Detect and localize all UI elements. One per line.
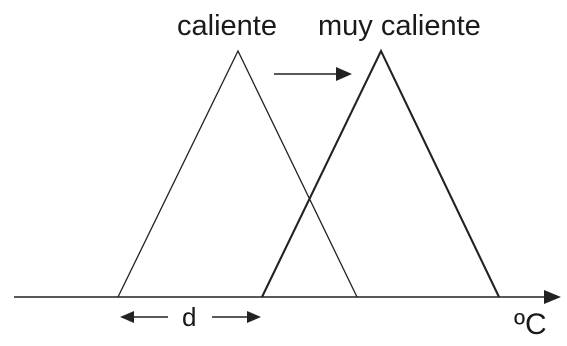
distance-label: d <box>182 302 196 332</box>
set-label-hot: caliente <box>177 10 277 42</box>
shift-arrow-head <box>336 67 352 81</box>
axis-arrow-head <box>544 290 561 304</box>
axis-unit-label: ºC <box>514 308 547 341</box>
membership-triangle-hot <box>117 49 358 298</box>
set-label-very-hot: muy caliente <box>318 10 481 42</box>
distance-arrow-right-head <box>247 311 261 323</box>
membership-triangle-very-hot <box>261 48 500 298</box>
distance-arrow-left-head <box>120 311 134 323</box>
